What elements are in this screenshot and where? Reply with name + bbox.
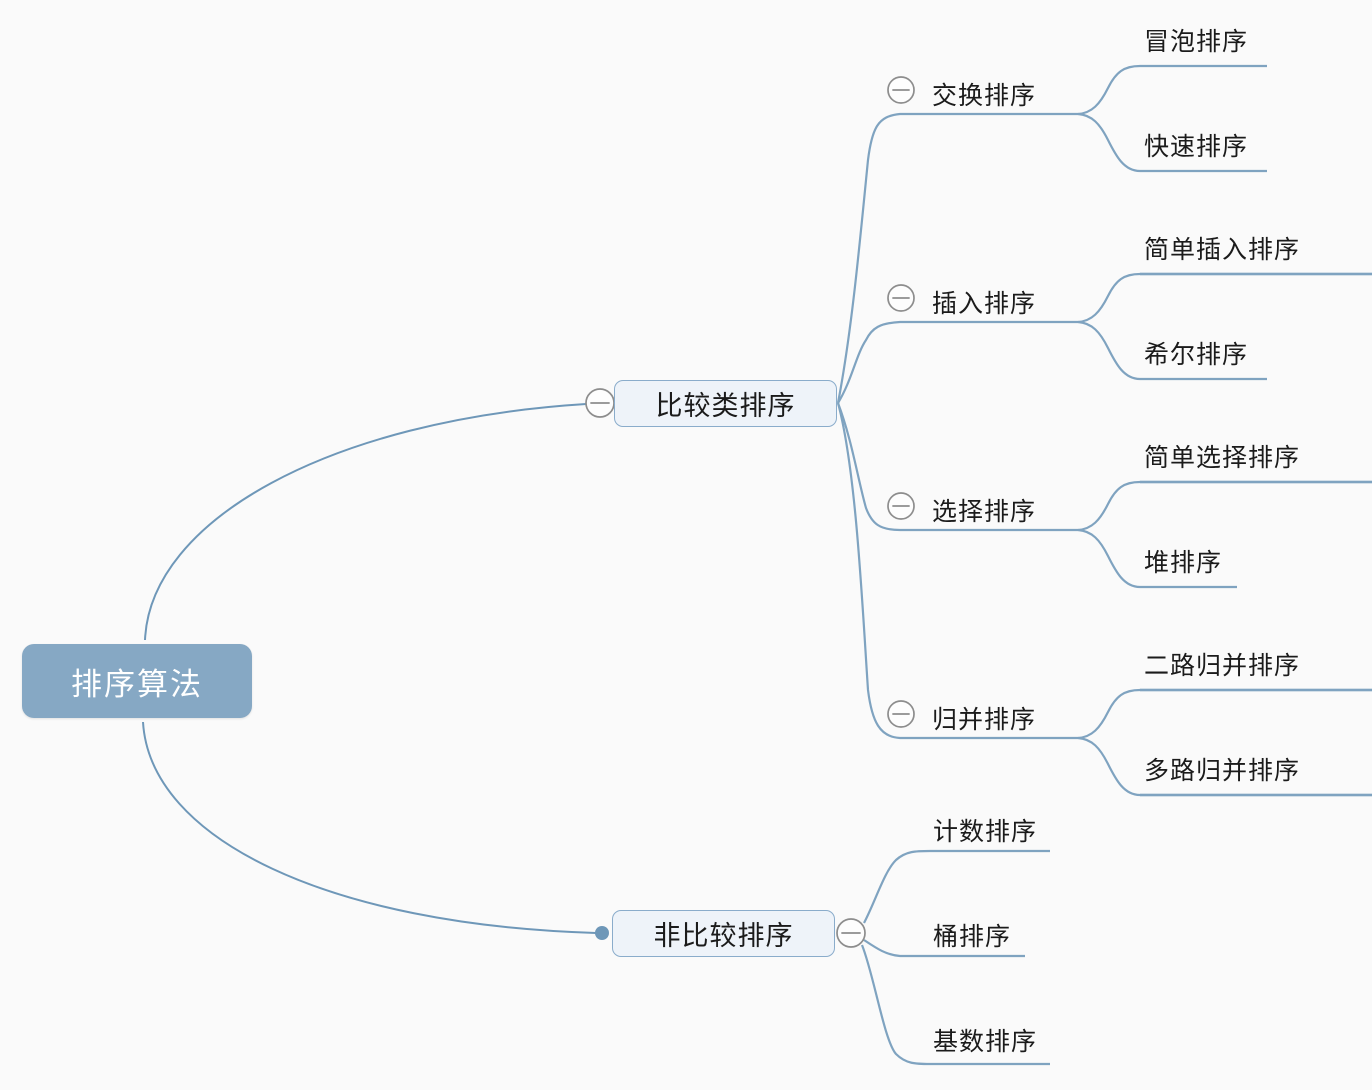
leaf-bucket-sort-label: 桶排序 [933,923,1012,951]
collapse-toggle-insertion[interactable] [887,284,915,312]
leaf-simple-selection-sort-label: 简单选择排序 [1144,444,1301,472]
node-selection-sort[interactable]: 选择排序 [932,492,1036,528]
node-insertion-sort[interactable]: 插入排序 [932,284,1036,320]
leaf-multi-way-merge-sort-label: 多路归并排序 [1144,757,1301,785]
leaf-radix-sort-label: 基数排序 [933,1028,1038,1056]
link-selection-to-heap [1077,528,1237,589]
leaf-two-way-merge-sort-label: 二路归并排序 [1144,652,1301,680]
link-comparison-to-exchange [836,112,1078,404]
collapse-toggle-non-comparison[interactable] [836,918,866,948]
node-comparison-sort-label: 比较类排序 [655,391,796,421]
leaf-simple-insertion-sort-label: 简单插入排序 [1144,236,1301,264]
leaf-multi-way-merge-sort[interactable]: 多路归并排序 [1144,751,1300,787]
leaf-simple-insertion-sort[interactable]: 简单插入排序 [1144,230,1300,266]
leaf-radix-sort[interactable]: 基数排序 [933,1022,1037,1058]
link-exchange-to-bubble [1077,64,1267,116]
leaf-quick-sort-label: 快速排序 [1144,133,1249,161]
link-selection-to-simple-selection [1077,480,1372,532]
leaf-counting-sort[interactable]: 计数排序 [933,812,1037,848]
link-comparison-to-insertion [837,320,1078,404]
node-non-comparison-sort[interactable]: 非比较排序 [612,910,835,957]
root-link-endpoint-dot [595,926,609,940]
node-comparison-sort[interactable]: 比较类排序 [614,380,837,427]
link-non-comparison-to-counting [863,849,1050,924]
leaf-heap-sort-label: 堆排序 [1144,549,1223,577]
node-insertion-sort-label: 插入排序 [932,290,1037,318]
leaf-simple-selection-sort[interactable]: 简单选择排序 [1144,438,1300,474]
leaf-shell-sort-label: 希尔排序 [1144,341,1249,369]
link-root-to-non-comparison [142,721,597,934]
leaf-heap-sort[interactable]: 堆排序 [1144,543,1222,579]
link-insertion-to-simple-insertion [1077,272,1372,324]
link-exchange-to-quick [1077,112,1267,173]
link-non-comparison-to-radix [860,944,1050,1066]
link-merge-to-multi-way [1077,736,1372,797]
node-root[interactable]: 排序算法 [22,644,252,718]
collapse-toggle-comparison[interactable] [585,388,615,418]
leaf-shell-sort[interactable]: 希尔排序 [1144,335,1248,371]
leaf-bubble-sort[interactable]: 冒泡排序 [1144,22,1248,58]
link-insertion-to-shell [1077,320,1267,381]
leaf-bubble-sort-label: 冒泡排序 [1144,28,1249,56]
collapse-toggle-merge[interactable] [887,700,915,728]
node-exchange-sort-label: 交换排序 [932,82,1037,110]
link-root-to-comparison [144,403,587,641]
link-non-comparison-to-bucket [863,939,1025,958]
node-merge-sort[interactable]: 归并排序 [932,700,1036,736]
leaf-quick-sort[interactable]: 快速排序 [1144,127,1248,163]
node-non-comparison-sort-label: 非比较排序 [653,921,794,951]
node-exchange-sort[interactable]: 交换排序 [932,76,1036,112]
leaf-bucket-sort[interactable]: 桶排序 [933,917,1011,953]
node-selection-sort-label: 选择排序 [932,498,1037,526]
link-comparison-to-merge [836,402,1078,740]
collapse-toggle-exchange[interactable] [887,76,915,104]
node-merge-sort-label: 归并排序 [932,706,1037,734]
node-root-label: 排序算法 [71,666,203,702]
leaf-counting-sort-label: 计数排序 [933,818,1038,846]
collapse-toggle-selection[interactable] [887,492,915,520]
leaf-two-way-merge-sort[interactable]: 二路归并排序 [1144,646,1300,682]
link-merge-to-two-way [1077,688,1372,740]
link-comparison-to-selection [836,402,1078,532]
